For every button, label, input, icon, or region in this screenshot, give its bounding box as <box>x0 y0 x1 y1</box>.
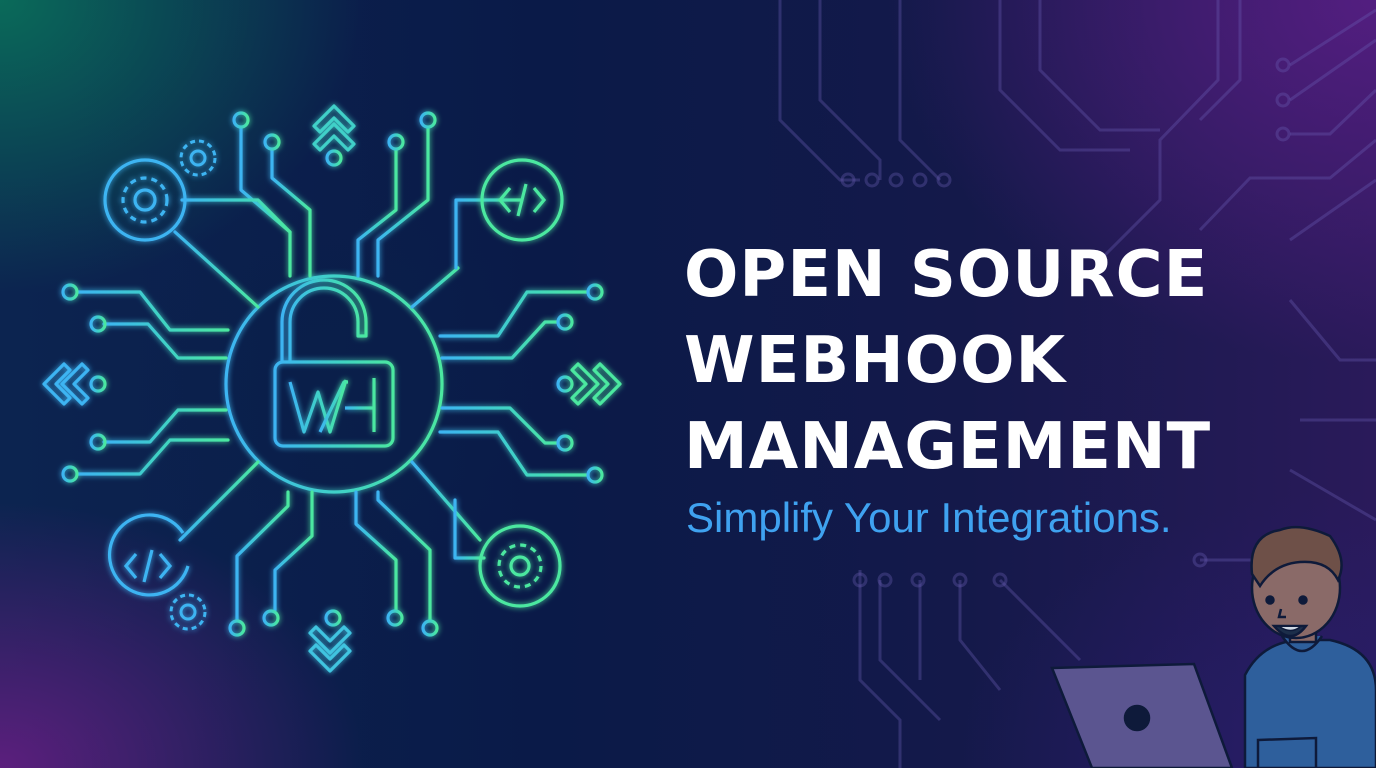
gear-icon <box>179 139 217 177</box>
unlocked-padlock-icon <box>273 278 395 448</box>
gear-icon <box>169 593 207 631</box>
gear-icon <box>478 524 562 608</box>
chevrons-left-icon <box>42 362 90 406</box>
headline-line-3: MANAGEMENT <box>684 410 1212 484</box>
headline-line-2: WEBHOOK <box>684 324 1067 398</box>
chevrons-down-icon <box>308 625 352 673</box>
code-icon <box>480 158 564 242</box>
gear-icon <box>103 158 187 242</box>
code-icon <box>107 513 190 597</box>
page-title: OPEN SOURCE WEBHOOK MANAGEMENT <box>684 232 1211 490</box>
chevrons-up-icon <box>312 104 356 152</box>
tagline: Simplify Your Integrations. <box>686 494 1172 541</box>
headline-line-1: OPEN SOURCE <box>684 238 1209 312</box>
chevrons-right-icon <box>570 362 622 406</box>
